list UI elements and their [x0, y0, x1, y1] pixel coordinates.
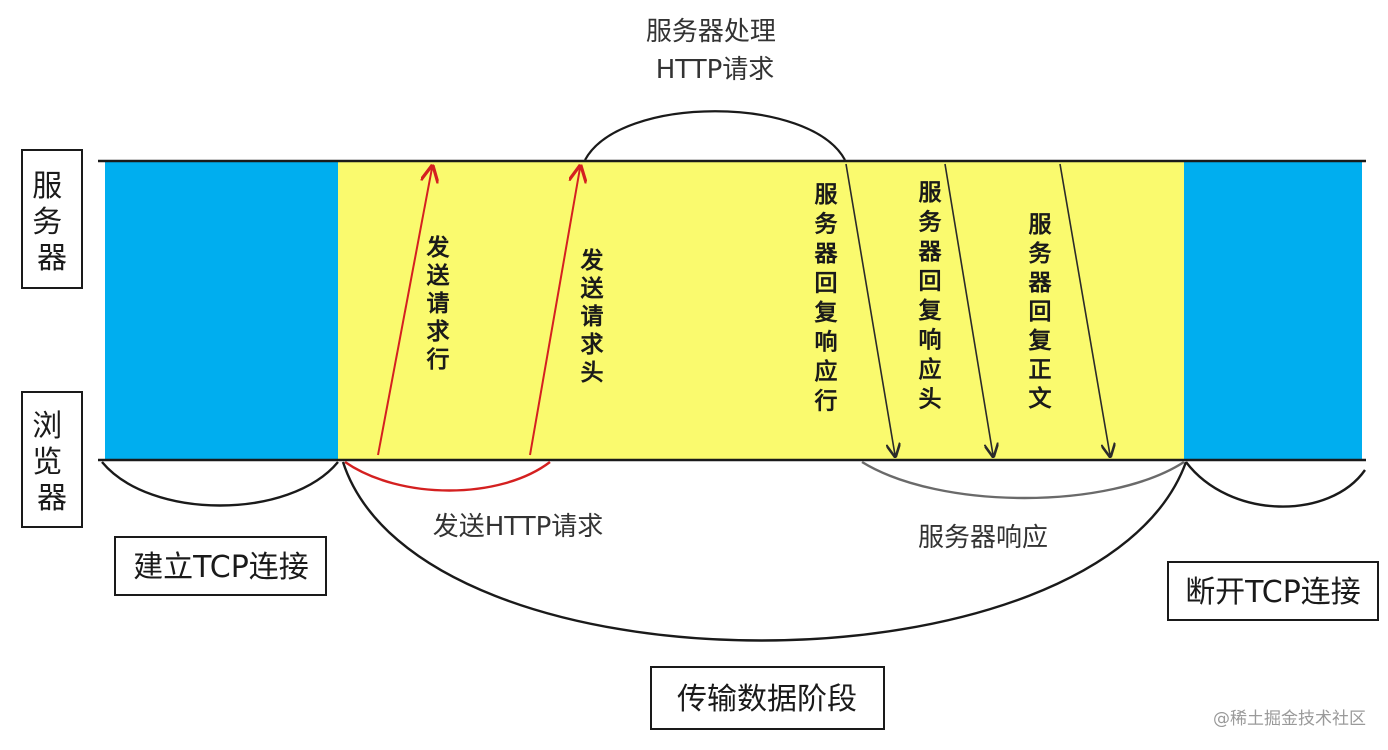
data-transfer-box	[650, 666, 885, 730]
request-line-label-char: 送	[427, 262, 450, 289]
response-headers-label-char: 头	[919, 387, 942, 413]
data-transfer-label: 传输数据阶段	[677, 682, 857, 717]
request-line-label: 发送请求行	[426, 234, 450, 373]
server-process-label: 服务器处理 HTTP请求	[646, 17, 784, 85]
browser-lane-box	[21, 391, 83, 528]
request-line-arrow	[377, 168, 432, 456]
request-headers-label-char: 头	[581, 360, 604, 386]
server-process-line-1: 服务器处理	[646, 17, 776, 47]
close-tcp-box	[1167, 561, 1379, 621]
request-line-label-char: 求	[427, 319, 450, 345]
data-transfer-phase-block	[338, 162, 1184, 460]
response-body-arrow	[1059, 163, 1110, 455]
response-body-label-char: 复	[1028, 328, 1053, 354]
establish-tcp-label: 建立TCP连接	[133, 550, 309, 585]
request-headers-label-char: 请	[581, 304, 604, 330]
request-headers-label-char: 求	[581, 332, 604, 358]
request-headers-arrow	[529, 168, 580, 456]
request-headers-label-char: 发	[580, 247, 604, 274]
request-headers-label-char: 送	[581, 275, 604, 302]
response-headers-label-char: 响	[919, 328, 942, 354]
response-headers-arrow	[944, 163, 993, 455]
response-line-label-char: 应	[815, 358, 838, 385]
request-line-label-char: 发	[426, 234, 450, 261]
response-line-label-char: 服	[815, 182, 839, 208]
request-line-label-char: 行	[426, 346, 450, 373]
response-headers-label-char: 服	[919, 180, 943, 206]
server-process-arc	[584, 110, 846, 161]
server-process-line-2: HTTP请求	[656, 55, 775, 85]
browser-lane-char-2: 览	[32, 445, 62, 480]
server-lane-label: 服 务 器	[32, 169, 72, 276]
server-lane-box	[21, 149, 83, 289]
browser-lane-char-3: 器	[37, 481, 67, 516]
browser-lane-label: 浏 览 器	[32, 409, 72, 516]
response-headers-label-char: 器	[918, 239, 943, 265]
server-lane-char-3: 器	[37, 241, 67, 276]
server-response-brace	[861, 460, 1185, 500]
response-line-arrow	[845, 163, 895, 455]
response-headers-label-char: 回	[919, 269, 942, 295]
send-http-request-label: 发送HTTP请求	[433, 512, 604, 542]
response-body-label-char: 务	[1029, 241, 1053, 267]
response-line-label-char: 响	[815, 330, 838, 356]
browser-lane-char-1: 浏	[32, 409, 62, 444]
response-headers-label-char: 应	[919, 356, 942, 383]
response-headers-label: 服务器回复响应头	[918, 180, 943, 413]
response-line-label-char: 行	[814, 388, 838, 415]
server-lane-char-2: 务	[32, 205, 62, 240]
watermark: @稀土掘金技术社区	[1213, 709, 1366, 729]
response-line-label-char: 器	[814, 241, 839, 267]
response-line-label: 服务器回复响应行	[814, 182, 839, 415]
response-body-label-char: 回	[1029, 299, 1052, 325]
close-tcp-phase-block	[1184, 162, 1362, 460]
server-response-label: 服务器响应	[918, 523, 1048, 553]
response-headers-label-char: 复	[918, 298, 943, 324]
close-tcp-label: 断开TCP连接	[1185, 575, 1361, 610]
close-tcp-brace	[1185, 461, 1366, 508]
establish-tcp-brace	[101, 461, 339, 507]
establish-tcp-phase-block	[105, 162, 338, 460]
response-line-label-char: 务	[815, 212, 839, 238]
response-body-label: 服务器回复正文	[1028, 212, 1053, 412]
response-headers-label-char: 务	[919, 210, 943, 236]
request-line-label-char: 请	[427, 291, 450, 317]
server-lane-char-1: 服	[32, 169, 62, 204]
response-body-label-char: 服	[1029, 212, 1053, 238]
response-body-label-char: 器	[1028, 270, 1053, 296]
data-transfer-brace	[341, 461, 1188, 642]
send-request-brace	[344, 461, 551, 492]
request-headers-label: 发送请求头	[580, 247, 604, 386]
response-line-label-char: 回	[815, 271, 838, 297]
response-line-label-char: 复	[814, 300, 839, 326]
response-body-label-char: 文	[1029, 385, 1053, 412]
response-body-label-char: 正	[1029, 357, 1052, 383]
establish-tcp-box	[114, 536, 327, 596]
